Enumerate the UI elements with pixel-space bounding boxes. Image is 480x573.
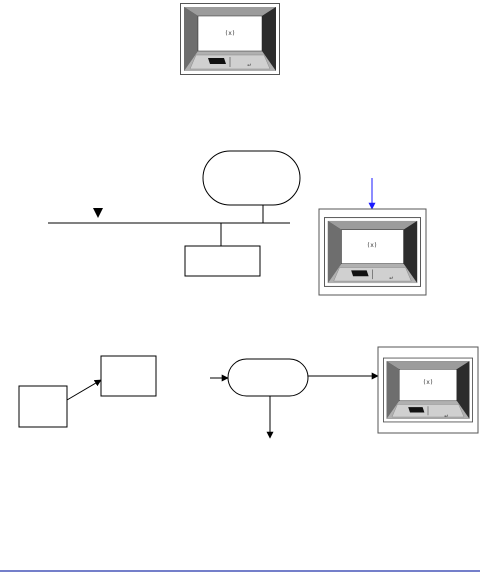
terminal-bottom-screen-text: (x) [423,379,434,386]
terminal-top: (x) ↵ [180,3,280,75]
bottom-flow [18,355,379,439]
bus-arrow-marker [93,208,103,218]
terminal-middle: (x) ↵ [318,178,427,296]
bus-network [48,150,301,277]
terminal-top-enter-icon: ↵ [247,61,251,68]
terminal-top-screen-text: (x) [225,30,236,37]
terminal-bottom: (x) ↵ [377,346,479,434]
bus-box-node [184,245,261,277]
small-box-left [18,385,68,428]
small-box-right [100,355,157,397]
terminal-bottom-enter-icon: ↵ [444,412,448,419]
rounded-process-node-bottom [227,358,309,397]
box-to-box-arrow [66,379,102,401]
rounded-process-node [202,150,301,206]
terminal-middle-screen-text: (x) [367,242,378,249]
terminal-middle-enter-icon: ↵ [389,274,393,281]
